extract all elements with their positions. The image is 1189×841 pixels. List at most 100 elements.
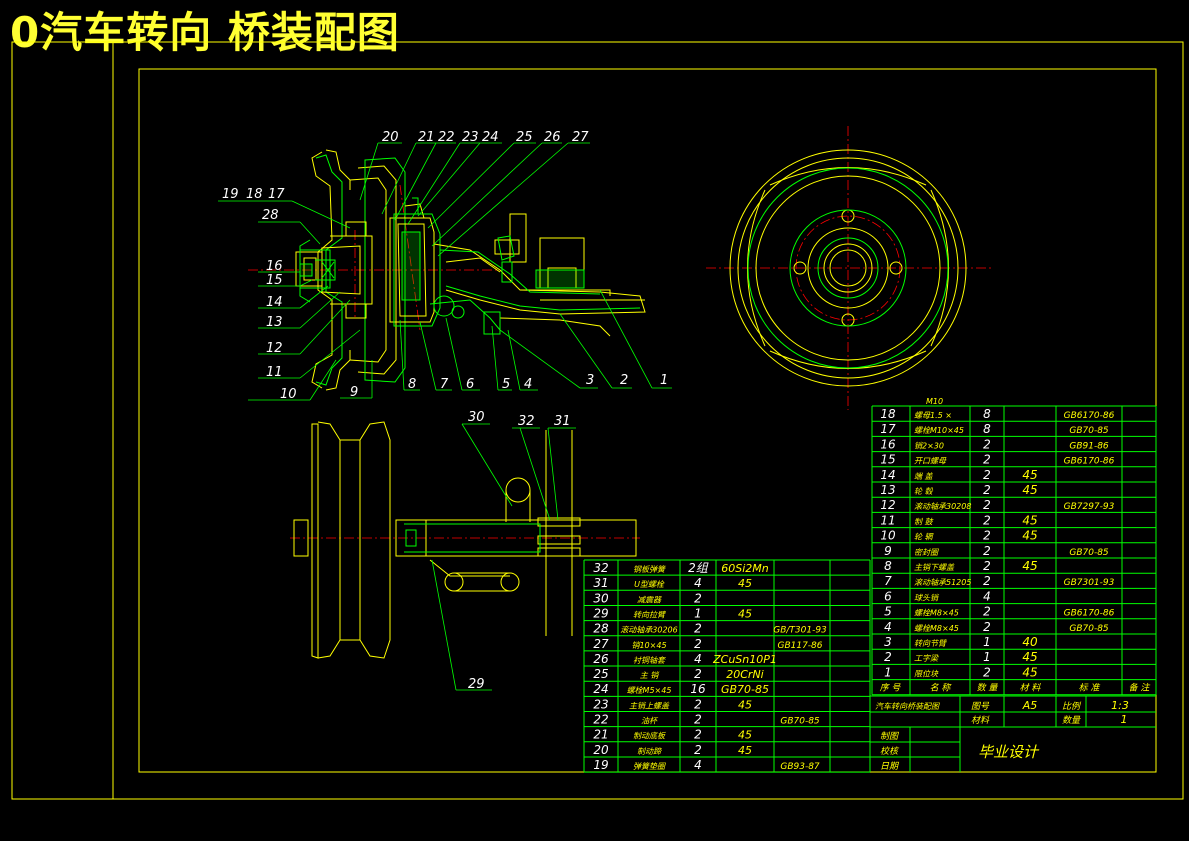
bom-left-no: 19 [593,758,608,772]
bom-left-no: 25 [593,667,608,681]
titleblock-date-label: 日期 [880,761,900,772]
titleblock-count: 1 [1121,713,1128,726]
bom-right-qty: 8 [983,422,991,436]
bom-left-qty: 4 [694,576,702,590]
bom-right-name: 开口螺母 [914,457,947,466]
titleblock-scale-label: 比例 [1062,701,1082,712]
callout-8: 8 [408,377,416,392]
bom-left-std: GB70-85 [780,717,820,727]
bom-right-no: 9 [884,544,892,558]
bom-right-no: 15 [880,453,895,467]
bom-header-no: 序 号 [880,683,902,694]
callout-11: 11 [266,365,283,380]
callout-labels: 20 21 22 23 24 25 26 27 19 18 17 28 16 1… [222,130,668,692]
wheel-end-view [706,126,994,410]
bom-right-no: 10 [880,529,896,543]
callout-27: 27 [572,130,589,145]
bom-left-std: GB/T301-93 [773,626,827,636]
bom-left-no: 29 [593,606,608,620]
bom-left-std: GB117-86 [777,641,822,651]
bom-right-name: 螺栓M8×45 [914,624,959,633]
bom-table-grid [583,405,1157,773]
bom-left-no: 22 [593,713,608,727]
bom-right-no: 5 [884,605,892,619]
titleblock-fig-no-label: 图号 [971,701,990,712]
bom-right-no: 3 [884,635,892,649]
bom-left-qty: 2 [694,728,702,742]
bom-header-remark: 备 注 [1129,683,1151,694]
bom-left-qty: 2 [694,637,702,651]
bom-right-name: 转向节臂 [914,639,948,648]
bom-left-mat: 45 [738,698,752,711]
bom-left-no: 21 [593,728,608,742]
bom-left-std: GB93-87 [780,762,820,772]
bom-right-name: 螺母1.5 × [914,411,952,420]
titleblock-scale: 1:3 [1111,699,1129,712]
bom-left-qty: 16 [690,682,706,696]
bom-right-name: 端 盖 [914,472,934,481]
bom-left-qty: 1 [694,606,702,620]
bom-left-qty: 2 [694,713,702,727]
bom-left-qty: 2 [694,591,702,605]
bom-left-name: 弹簧垫圈 [633,762,666,771]
bom-right-name: 螺栓M10×45 [914,426,964,435]
bom-left-no: 28 [593,622,609,636]
callout-10: 10 [280,387,297,402]
callout-25: 25 [516,130,533,145]
bom-right-qty: 2 [983,513,991,527]
bom-right-qty: 4 [983,589,991,603]
bom-left-mat: 45 [738,577,752,590]
callout-29: 29 [468,677,485,692]
bom-right-name: 轮 毂 [914,487,934,496]
bom-left-qty: 2 [694,697,702,711]
bom-left-name: 钢板弹簧 [633,565,667,574]
bom-left-qty: 4 [694,652,702,666]
bom-right-qty: 2 [983,544,991,558]
callout-23: 23 [462,130,479,145]
bom-header-name: 名 称 [930,683,953,694]
bom-right-no: 11 [880,513,895,527]
callout-16: 16 [266,259,283,274]
bom-left-qty: 2 [694,743,702,757]
bom-left-name: 衬铜轴套 [633,656,666,665]
bom-right-qty: 8 [983,407,991,421]
bom-right-name: 制 鼓 [914,517,934,526]
bom-left-qty: 4 [694,758,702,772]
callout-30: 30 [468,410,485,425]
bom-left-name: 螺栓M5×45 [627,686,672,695]
bom-right-qty: 1 [983,635,991,649]
callout-21: 21 [418,130,435,145]
titleblock-design-label: 制图 [880,731,900,742]
leader-lines [218,142,672,691]
bom-right-qty: 2 [983,529,991,543]
callout-1: 1 [660,373,668,388]
bom-right-qty: 2 [983,605,991,619]
bom-right-qty: 2 [983,574,991,588]
titleblock-check-label: 校核 [880,746,900,757]
bom-left-mat: 60Si2Mn [721,562,769,575]
bom-right-no: 7 [884,574,892,588]
callout-6: 6 [466,377,474,392]
section-view [248,149,646,391]
bom-left-qty: 2 [694,667,702,681]
bom-right-name: 销2×30 [914,441,944,450]
callout-22: 22 [438,130,455,145]
bom-left-mat: GB70-85 [721,683,769,696]
bom-right-std: GB70-85 [1069,548,1109,558]
callout-4: 4 [524,377,532,392]
bom-right-no: 4 [884,620,892,634]
callout-15: 15 [266,273,283,288]
titleblock-material-label: 材料 [971,715,990,726]
bom-right-qty: 2 [983,620,991,634]
bom-right-no: 18 [880,407,896,421]
bom-left-mat: 45 [738,729,752,742]
bom-right-mat: 45 [1022,513,1037,527]
bom-note: M10 [926,397,943,406]
bom-left-name: 油杯 [641,717,659,726]
bom-left-name: 滚动轴承30206 [620,626,677,635]
bom-left-no: 23 [593,697,608,711]
callout-14: 14 [266,295,283,310]
bom-left-no: 20 [593,743,609,757]
